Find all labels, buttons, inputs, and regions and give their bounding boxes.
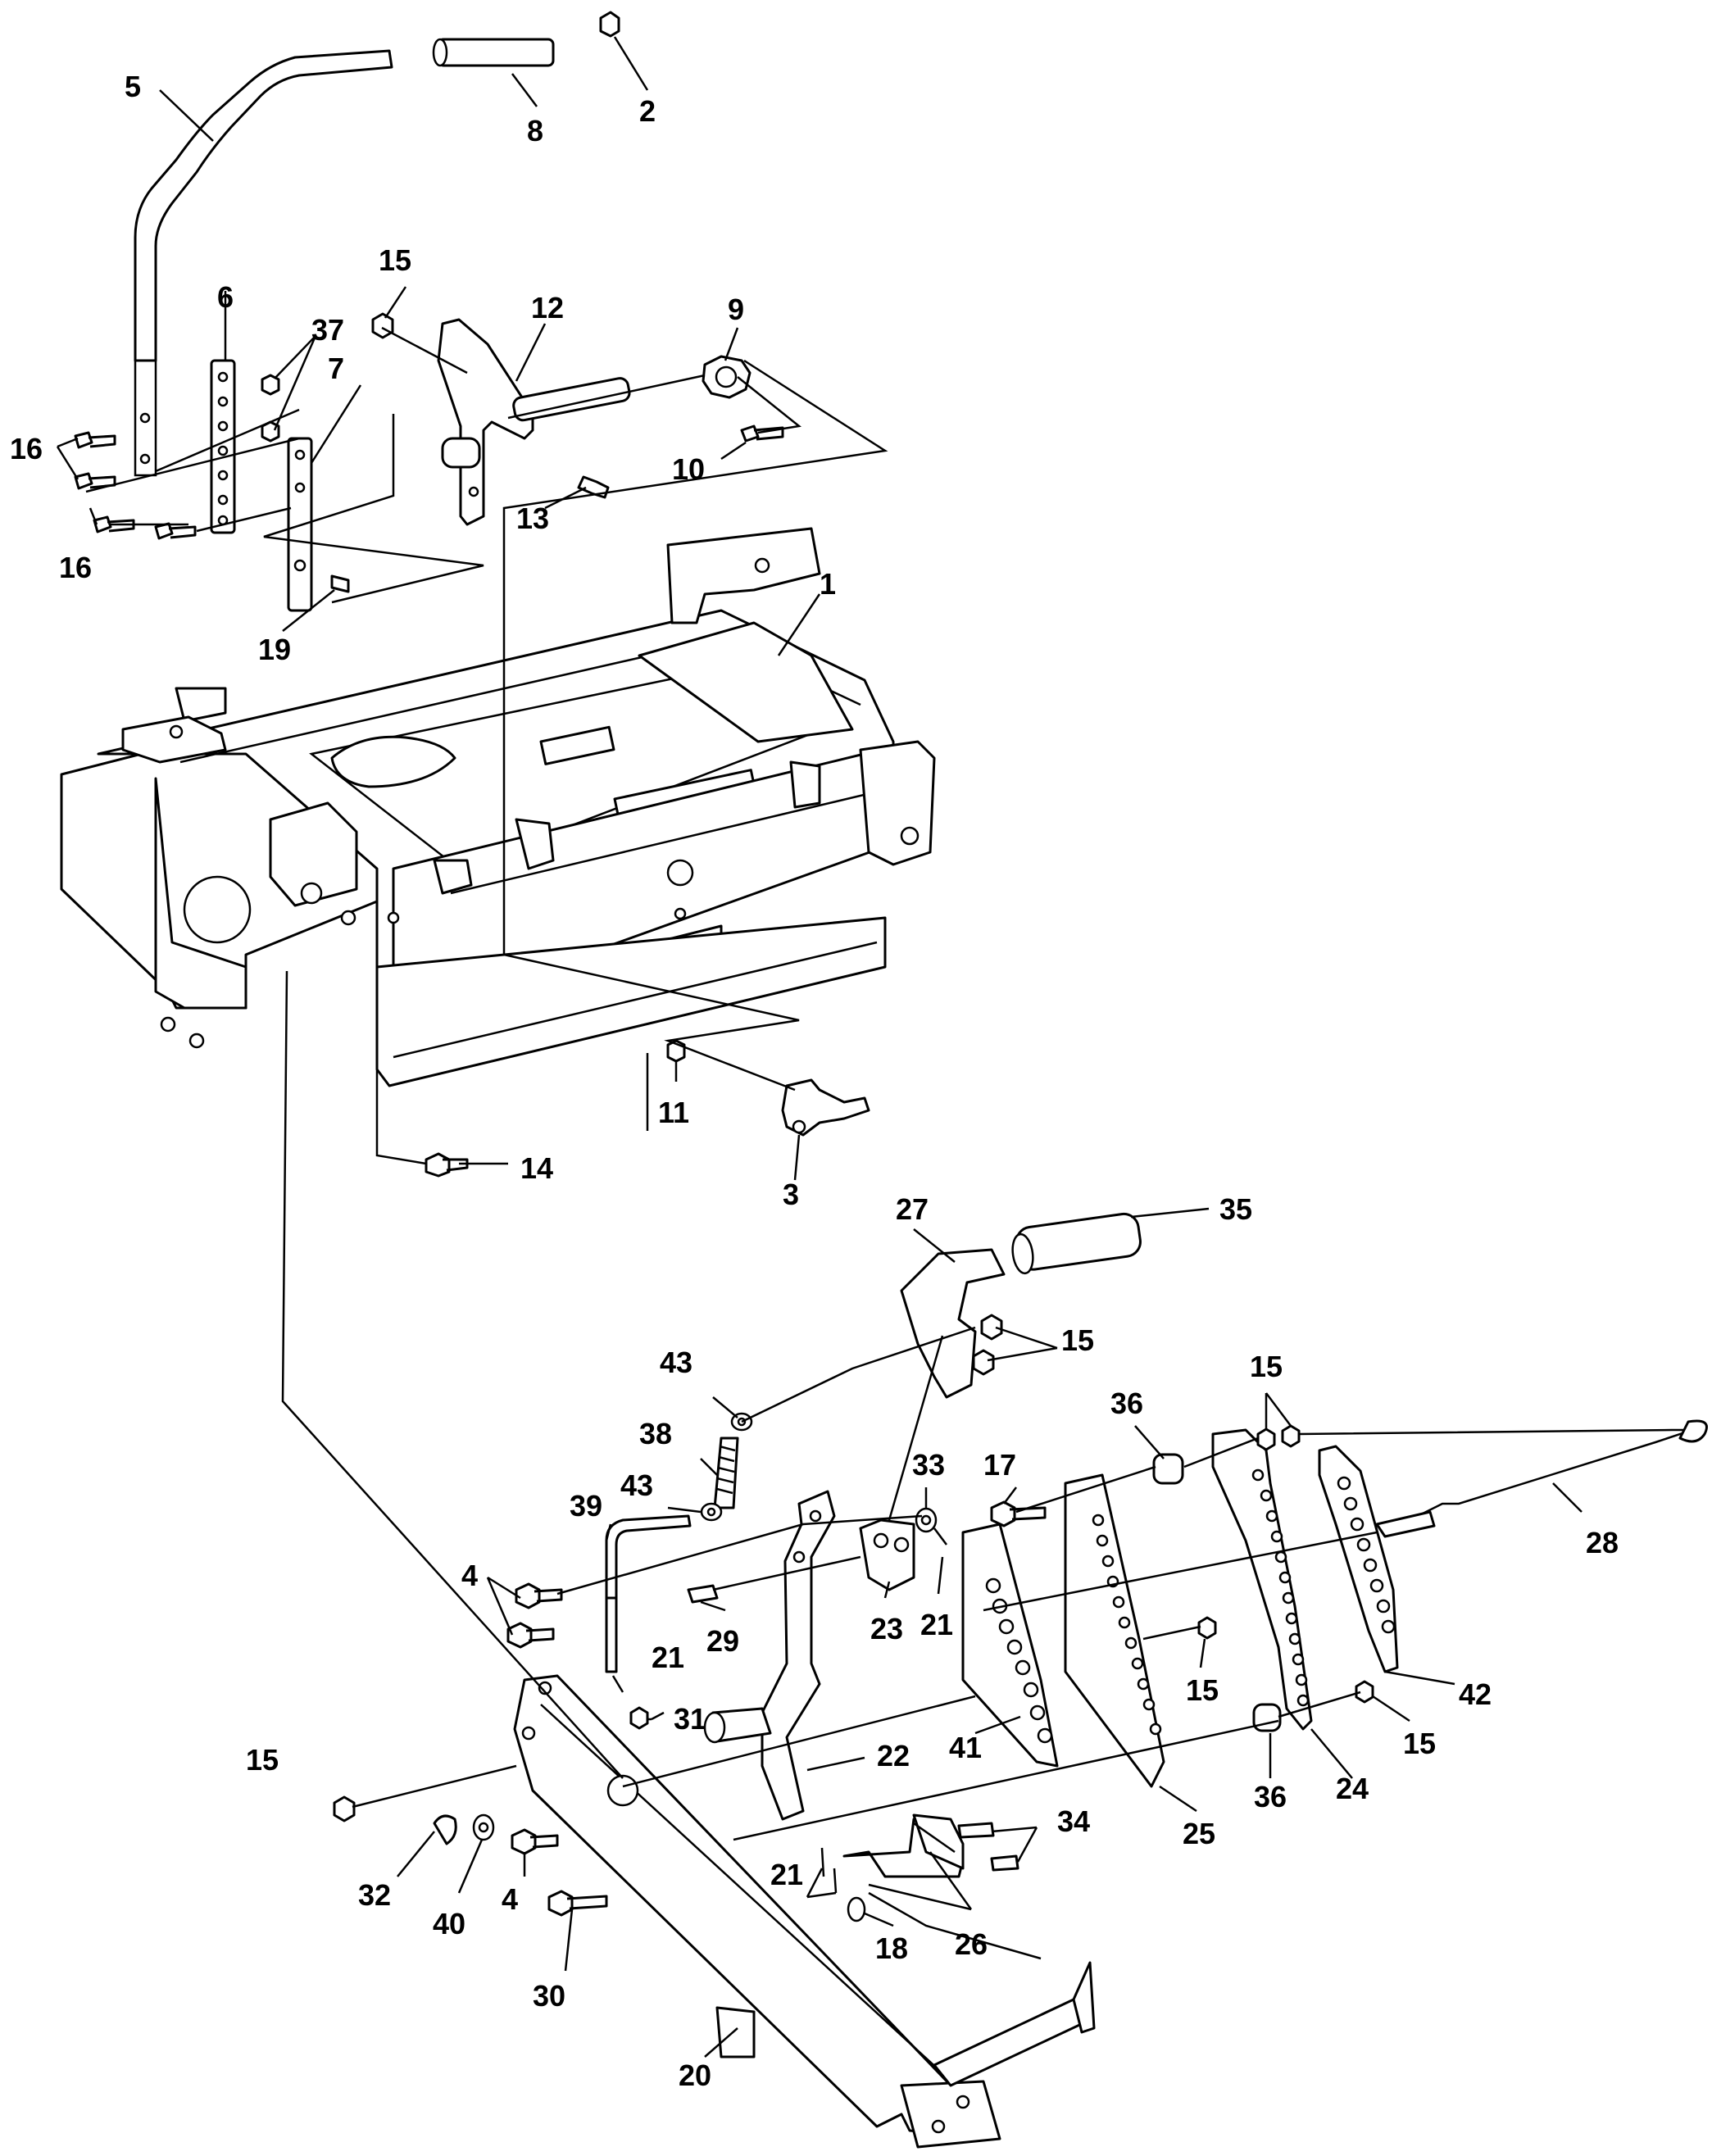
callout-15: 15 [1061,1323,1094,1357]
nuts-15-pedal [972,1314,1003,1376]
callout-16: 16 [10,432,43,465]
callout-26: 26 [955,1927,988,1961]
callout-33: 33 [912,1448,945,1482]
callout-16: 16 [59,551,92,584]
clevis-23 [859,1518,915,1591]
callout-29: 29 [706,1624,739,1658]
callout-22: 22 [877,1739,910,1772]
plate-25 [1064,1473,1165,1788]
callout-32: 32 [358,1878,391,1912]
callout-35: 35 [1219,1192,1252,1226]
bolt-13 [577,475,610,499]
bolt-4-lower [511,1828,559,1855]
bolt-14 [425,1152,469,1178]
callout-15: 15 [246,1743,279,1777]
callout-3: 3 [783,1178,799,1211]
plate-42 [1318,1445,1399,1673]
pedal-pad-35 [1011,1212,1142,1275]
callout-19: 19 [258,633,291,666]
callout-23: 23 [870,1612,903,1645]
callout-10: 10 [672,452,705,486]
callout-8: 8 [527,114,543,148]
valve-fitting-3 [781,1078,870,1137]
callout-15: 15 [1403,1727,1436,1760]
link-arm-22 [703,1490,836,1821]
handle-bar-part [134,49,393,477]
washer-33 [915,1507,938,1533]
callout-24: 24 [1336,1772,1369,1805]
spring-38 [713,1437,739,1509]
assembly-lines [85,326,1684,1960]
callout-2: 2 [639,94,656,128]
nut-31 [629,1706,649,1730]
callout-21: 21 [652,1641,684,1674]
callout-34: 34 [1057,1804,1090,1838]
callout-27: 27 [896,1192,929,1226]
rod-39 [605,1514,692,1673]
callout-4: 4 [502,1882,518,1916]
adjust-plate-6 [210,359,236,534]
callout-39: 39 [570,1489,602,1523]
callout-7: 7 [328,352,344,385]
plate-24 [1211,1428,1313,1731]
base-rail-20 [513,1674,1001,2149]
hairpins-21-lower [820,1527,947,1894]
callout-4: 4 [461,1559,478,1592]
spacer-36-bottom [1252,1703,1282,1732]
callout-40: 40 [433,1907,465,1940]
bolt-30 [547,1890,608,1917]
spacer-36-top [1152,1453,1184,1485]
callout-14: 14 [520,1151,553,1185]
callout-5: 5 [125,70,141,103]
callout-41: 41 [949,1731,982,1764]
clip-32 [433,1814,457,1845]
handle-grip-part [432,38,555,67]
callout-30: 30 [533,1979,565,2013]
callout-21: 21 [770,1858,803,1891]
callout-42: 42 [1459,1677,1492,1711]
callout-leaders [56,36,1583,2058]
callout-31: 31 [674,1702,706,1736]
callout-36: 36 [1254,1780,1287,1813]
callout-20: 20 [679,2058,711,2092]
callout-11: 11 [658,1096,689,1129]
bearing-flange-9 [702,355,752,399]
callout-labels: 5 8 2 15 12 9 6 37 7 16 16 10 13 19 1 11… [10,70,1619,2092]
callout-21: 21 [920,1608,953,1641]
callout-36: 36 [1110,1387,1143,1420]
callout-6: 6 [217,280,234,314]
washer-40 [472,1813,495,1841]
plate-41 [961,1523,1059,1768]
pins-21-left [611,1675,624,1693]
pin-29 [687,1584,719,1604]
callout-1: 1 [820,567,836,601]
washer-18 [847,1896,866,1922]
callout-15: 15 [1250,1350,1283,1383]
cap-plug-part [599,11,620,38]
callout-17: 17 [983,1448,1016,1482]
callout-37: 37 [311,313,344,347]
callout-28: 28 [1586,1526,1619,1559]
main-frame-1 [60,527,936,1087]
callout-38: 38 [639,1417,672,1450]
bolts-4-upper [506,1582,563,1649]
nut-15-top [371,312,394,339]
bolt-10 [740,424,784,443]
hex-nuts-37 [261,374,280,443]
callout-43: 43 [660,1346,692,1379]
callout-13: 13 [516,502,549,535]
cross-tube [933,1961,1096,2087]
callout-15: 15 [379,243,411,277]
pins-34 [957,1822,1019,1872]
callout-12: 12 [531,291,564,325]
nut-15-left [333,1795,356,1822]
pin-19 [330,574,350,593]
callout-25: 25 [1183,1817,1215,1850]
cable-28 [1375,1419,1708,1538]
callout-9: 9 [728,293,744,326]
callout-18: 18 [875,1931,908,1965]
callout-43: 43 [620,1468,653,1502]
callout-15: 15 [1186,1673,1219,1707]
